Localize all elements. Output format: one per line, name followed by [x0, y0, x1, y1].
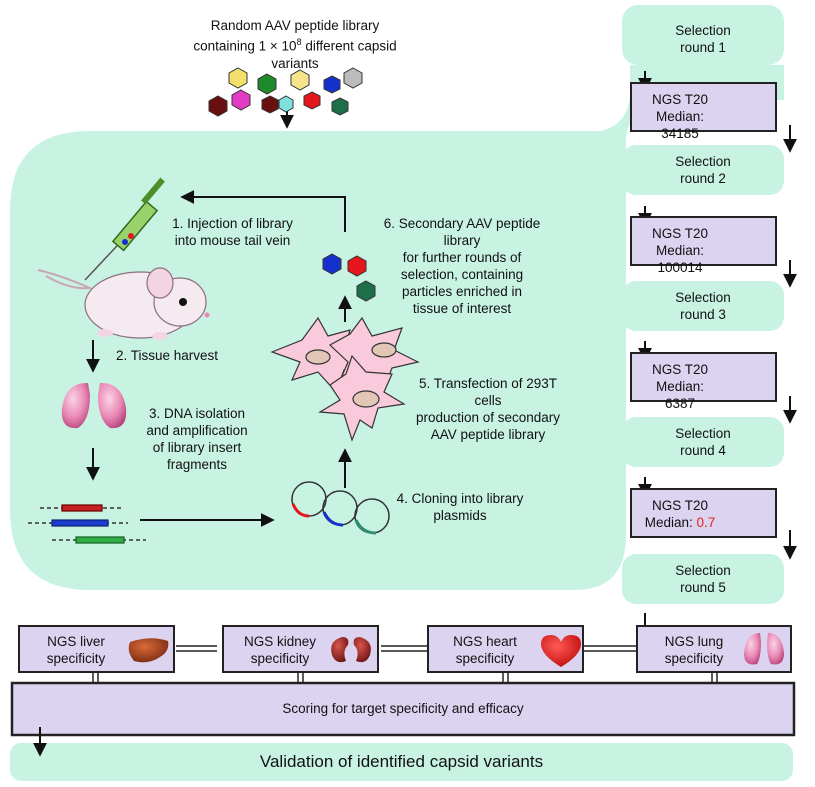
scoring-label: Scoring for target specificity and effic…: [282, 701, 524, 716]
median-value-highlight: 0.7: [696, 515, 716, 530]
validation-label: Validation of identified capsid variants: [259, 752, 544, 771]
specificity-connectors: [92, 645, 718, 683]
liver-icon: [128, 638, 169, 663]
lung-icon: [744, 633, 784, 665]
capsid-library-icons: [208, 67, 363, 117]
median-value: 100014: [657, 260, 703, 275]
median-value: 6387: [664, 396, 696, 411]
step-2-label: 2. Tissue harvest: [116, 348, 219, 363]
kidney-icon: [331, 637, 371, 663]
library-line-2: containing 1 × 108 different capsid vari…: [193, 37, 397, 71]
library-line-1: Random AAV peptide library: [210, 18, 380, 33]
heart-icon: [541, 635, 581, 667]
dna-fragments-icon: [28, 504, 146, 544]
scoring-bar: [10, 681, 796, 737]
lung-tissue-icon: [61, 382, 127, 429]
mouse-icon: [37, 267, 210, 340]
validation-bar: [10, 743, 793, 781]
syringe-icon: [84, 177, 165, 281]
selection-round-1-shape: [622, 5, 784, 65]
median-value: 34185: [661, 126, 699, 141]
secondary-capsid-icons: [322, 253, 376, 302]
cells-icon: [270, 316, 420, 442]
library-title: Random AAV peptide library containing 1 …: [170, 17, 420, 72]
plasmids-icon: [291, 481, 390, 535]
